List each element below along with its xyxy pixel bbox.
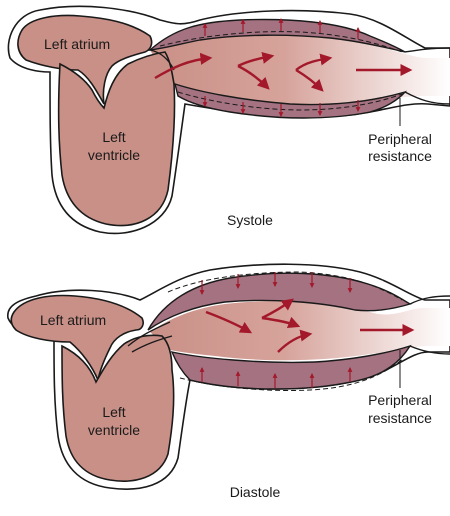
diastole-flow-arrows — [205, 298, 415, 353]
systole-wall-arrows — [202, 18, 361, 117]
diastole-left-atrium — [10, 294, 144, 383]
systole-aorta-wall-top — [147, 18, 406, 53]
systole-caption: Systole — [227, 212, 273, 228]
systole-label-ventricle: ventricle — [88, 147, 140, 163]
systole-aorta-wall-bottom — [174, 82, 408, 119]
systole-label-left: Left — [102, 129, 125, 145]
systole-outlet-neck — [404, 47, 450, 105]
diastole-label-left: Left — [102, 404, 125, 420]
systole-valve-leaflet — [149, 49, 175, 71]
systole-label-peripheral: Peripheral — [368, 131, 432, 147]
systole-aorta-lumen — [150, 35, 450, 107]
systole-label-left-atrium: Left atrium — [44, 36, 110, 52]
diastole-caption: Diastole — [230, 484, 281, 500]
diastole-panel: Left atrium Left ventricle Peripheral re… — [7, 263, 450, 500]
diastole-wall-dash-top — [167, 271, 403, 301]
diastole-left-ventricle — [61, 334, 175, 482]
systole-left-ventricle — [57, 51, 176, 227]
diastole-label-resistance: resistance — [368, 410, 432, 426]
diastole-label-ventricle: ventricle — [88, 422, 140, 438]
diastole-label-peripheral: Peripheral — [368, 392, 432, 408]
diastole-outlet-neck — [409, 295, 450, 355]
systole-left-atrium — [17, 14, 153, 105]
diastole-wall-arrows — [199, 272, 353, 388]
diastole-label-left-atrium: Left atrium — [40, 312, 106, 328]
systole-flow-arrows — [154, 51, 413, 92]
systole-label-resistance: resistance — [368, 148, 432, 164]
systole-panel: Left atrium Left ventricle Peripheral re… — [7, 5, 450, 235]
diastole-valve-leaflets — [127, 321, 173, 353]
systole-wall-dash-bottom — [177, 91, 403, 111]
diastole-wall-dash-bottom — [179, 357, 405, 391]
diastole-aorta-wall-top — [147, 272, 412, 331]
